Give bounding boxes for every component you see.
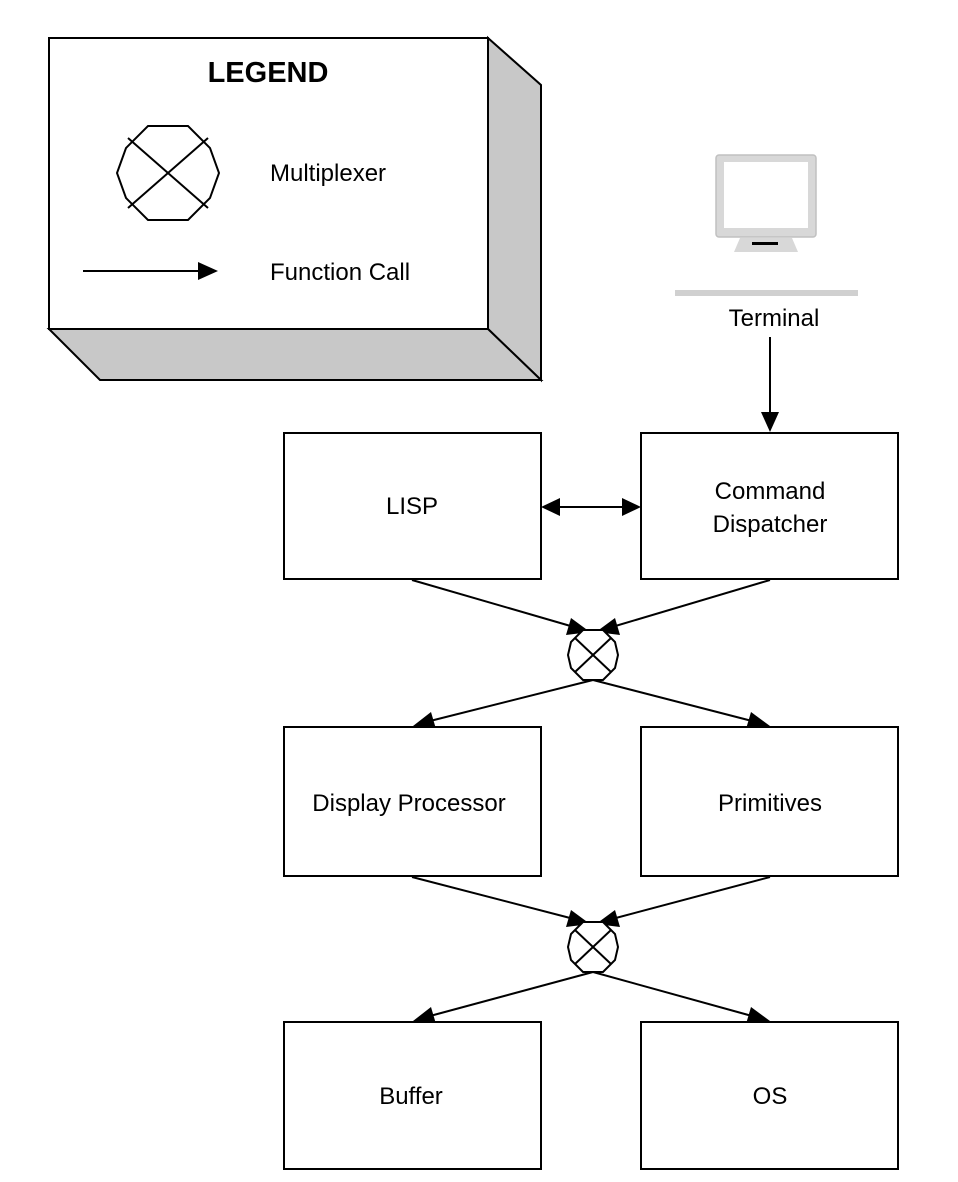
command-dispatcher-node: Command Dispatcher xyxy=(640,432,899,580)
edge-terminal-to-dispatcher xyxy=(761,337,779,432)
edge-primitives-to-mux2 xyxy=(596,876,771,927)
terminal-label: Terminal xyxy=(729,305,820,332)
edge-lisp-to-mux1 xyxy=(411,579,590,635)
legend-box: LEGEND Multiplexer Function Call xyxy=(46,35,544,383)
function-call-arrow-icon xyxy=(83,262,218,280)
legend-function-call-label: Function Call xyxy=(270,259,410,286)
edge-dispatcher-to-mux1 xyxy=(596,579,771,635)
multiplexer-1-icon xyxy=(566,629,620,681)
edge-mux1-to-display-processor xyxy=(413,679,594,729)
edge-display-processor-to-mux2 xyxy=(411,876,590,927)
multiplexer-2-icon xyxy=(566,921,620,973)
primitives-node: Primitives xyxy=(640,726,899,877)
legend-box-side xyxy=(487,35,542,383)
edge-lisp-dispatcher-bidirectional xyxy=(541,498,641,516)
legend-title: LEGEND xyxy=(208,57,329,89)
buffer-node: Buffer xyxy=(283,1021,542,1170)
command-dispatcher-label-line2: Dispatcher xyxy=(713,511,828,538)
os-label: OS xyxy=(753,1083,788,1110)
terminal-icon xyxy=(675,154,858,296)
edge-mux2-to-buffer xyxy=(413,971,594,1024)
lisp-label: LISP xyxy=(386,493,438,520)
display-processor-node: Display Processor xyxy=(283,726,542,877)
buffer-label: Buffer xyxy=(379,1083,443,1110)
edge-mux2-to-os xyxy=(592,971,770,1024)
edge-mux1-to-primitives xyxy=(592,679,770,729)
os-node: OS xyxy=(640,1021,899,1170)
legend-multiplexer-label: Multiplexer xyxy=(270,160,386,187)
command-dispatcher-label-line1: Command xyxy=(715,478,826,505)
multiplexer-icon xyxy=(115,125,221,221)
display-processor-label: Display Processor xyxy=(312,790,505,817)
legend-box-bottom xyxy=(46,328,544,381)
primitives-label: Primitives xyxy=(718,790,822,817)
lisp-node: LISP xyxy=(283,432,542,580)
